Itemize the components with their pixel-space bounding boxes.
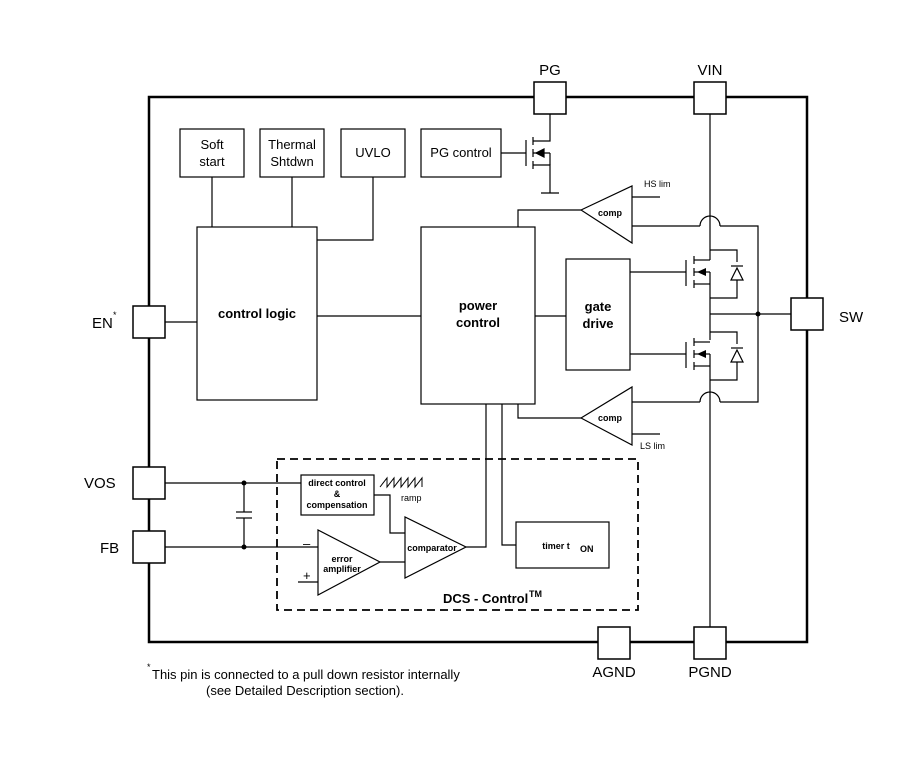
soft-start-block: Soft start [179,128,245,178]
error-amp-label-2: amplifier [323,564,361,574]
power-control-label-2: control [456,315,500,330]
ls-comparator: comp LS lim [517,314,759,451]
pin-en-label: EN [92,315,113,332]
ic-outline [147,95,809,644]
ls-lim-label: LS lim [640,441,665,451]
soft-start-label-1: Soft [200,137,224,152]
thermal-label-2: Shtdwn [270,154,313,169]
pin-vin-label: VIN [697,62,722,79]
gate-drive-label-2: drive [582,316,613,331]
dcs-control-region [276,458,639,611]
comparator-label: comparator [407,543,457,553]
dcs-wiring [165,404,516,563]
error-amp-label-1: error [331,554,353,564]
pin-pgnd: PGND [688,626,732,681]
pin-vos: VOS [84,466,166,500]
fb-node [241,544,247,550]
footnote: * This pin is connected to a pull down r… [147,662,460,698]
pin-agnd-label: AGND [592,664,636,681]
gate-drive-label-1: gate [585,299,612,314]
uvlo-block: UVLO [340,128,406,178]
vos-node [241,480,247,486]
power-control-label-1: power [459,298,497,313]
gate-drive-block: gate drive [565,258,631,371]
timer-block: timer t ON [515,521,610,569]
thermal-shutdown-block: Thermal Shtdwn [259,128,325,178]
error-amplifier: error amplifier – + [298,529,382,596]
direct-control-label-2: & [334,489,341,499]
pwm-comparator: comparator [404,516,468,579]
top-block-wires [211,177,374,241]
power-stage [630,114,791,627]
ramp-label: ramp [401,493,422,503]
pin-vos-label: VOS [84,475,116,492]
pin-en-footnote-mark: * [113,310,117,320]
pin-fb-label: FB [100,540,119,557]
thermal-label-1: Thermal [268,137,316,152]
footnote-line-2: (see Detailed Description section). [206,683,404,698]
dcs-title: DCS - Control [443,591,528,606]
pg-control-label: PG control [430,145,492,160]
pin-pg: PG [533,62,567,115]
pin-sw-label: SW [839,309,864,326]
pin-sw: SW [790,297,864,331]
pin-en: EN * [92,305,166,339]
pin-fb: FB [100,530,166,564]
power-control-block: power control [420,226,536,405]
footnote-line-1: This pin is connected to a pull down res… [152,667,460,682]
error-amp-minus: – [303,536,311,551]
footnote-star: * [147,662,151,672]
uvlo-label: UVLO [355,145,390,160]
soft-start-label-2: start [199,154,225,169]
direct-control-label-3: compensation [306,500,367,510]
error-amp-plus: + [303,568,311,583]
pin-pg-label: PG [539,62,561,79]
control-logic-block: control logic [196,226,318,401]
pin-vin: VIN [693,62,727,115]
ls-comp-label: comp [598,413,623,423]
control-logic-label: control logic [218,306,296,321]
pin-agnd: AGND [592,626,636,681]
hs-comparator: comp HS lim [517,179,759,314]
pg-control-block: PG control [420,128,502,178]
dcs-tm: TM [529,589,542,599]
direct-control-block: direct control & compensation [300,474,375,516]
hs-lim-label: HS lim [644,179,671,189]
fet-arrows-and-diodes [697,265,761,363]
hs-comp-label: comp [598,208,623,218]
direct-control-label-1: direct control [308,478,366,488]
ramp-symbol: ramp [379,476,423,503]
pin-pgnd-label: PGND [688,664,732,681]
timer-label: timer t [542,541,570,551]
pg-mosfet [501,114,559,194]
timer-sub-label: ON [580,544,594,554]
